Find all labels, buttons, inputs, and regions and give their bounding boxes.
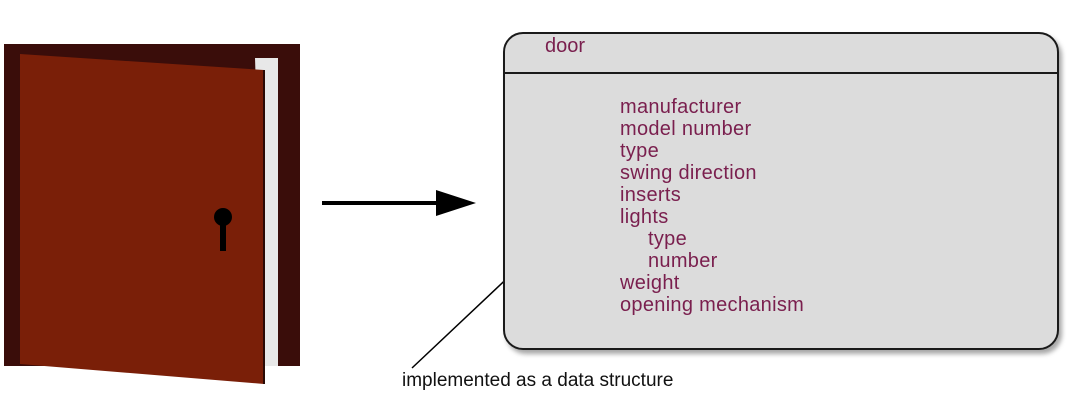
door-handle-bar (220, 217, 226, 251)
title-divider (505, 72, 1057, 74)
arrow-head-icon (436, 190, 476, 216)
sub-attribute-item: type (648, 228, 688, 250)
attribute-item: type (620, 140, 660, 162)
attribute-item: manufacturer (620, 96, 742, 118)
object-title: door (545, 35, 586, 57)
attribute-item: swing direction (620, 162, 757, 184)
door-panel (20, 54, 264, 384)
attribute-item: model number (620, 118, 752, 140)
attribute-item: lights (620, 206, 669, 228)
attribute-item: weight (620, 272, 680, 294)
attribute-item: opening mechanism (620, 294, 805, 316)
caption: implemented as a data structure (402, 370, 674, 391)
sub-attribute-item: number (648, 250, 718, 272)
attribute-item: inserts (620, 184, 682, 206)
